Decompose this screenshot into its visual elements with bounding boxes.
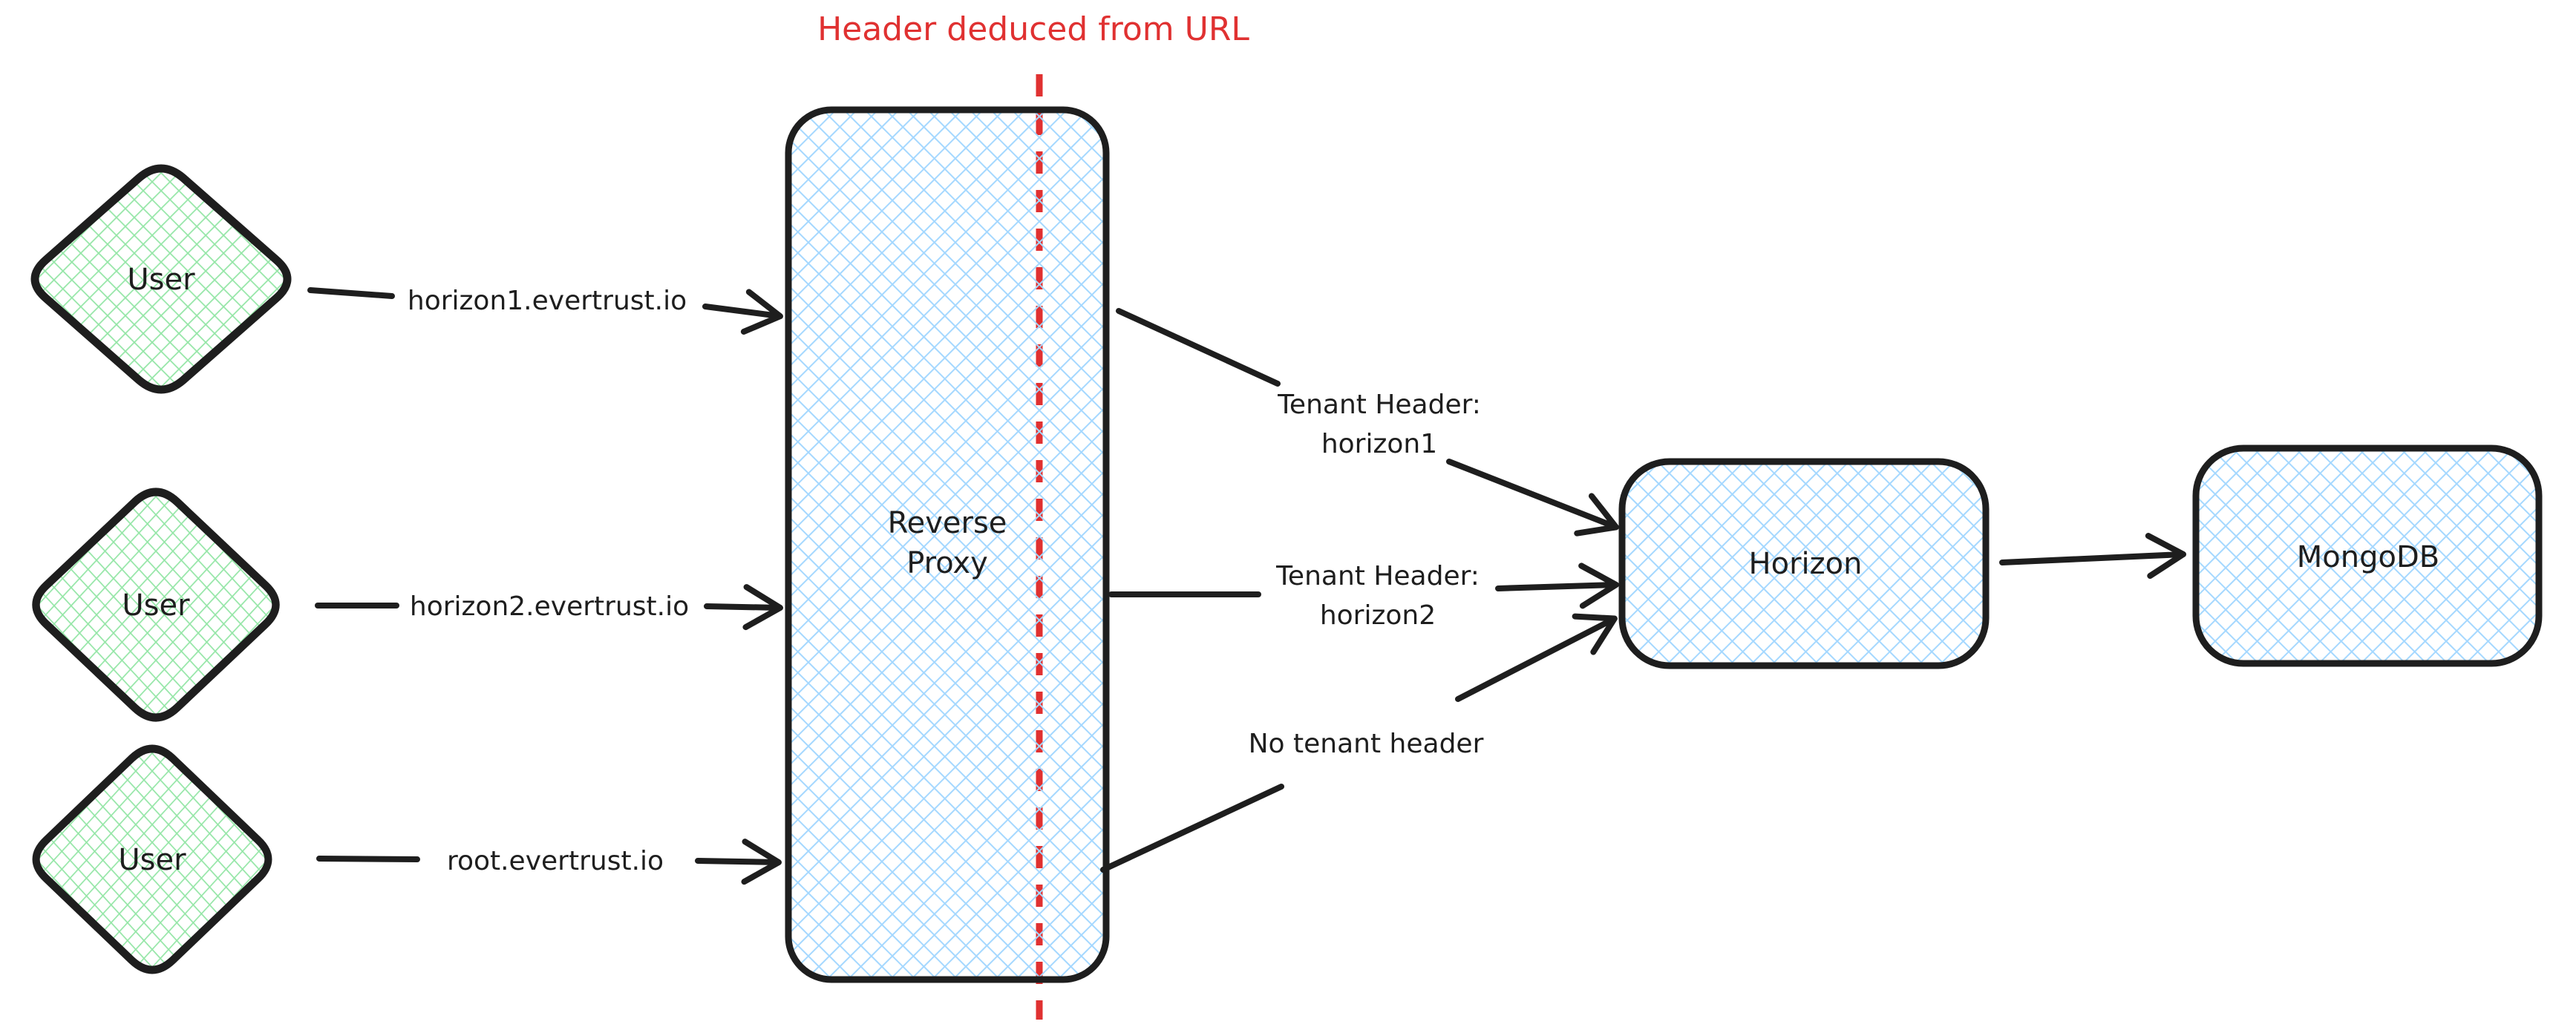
node-user-2: User: [36, 492, 275, 718]
reverse-proxy-label-line2: Proxy: [906, 546, 988, 580]
edge-user2-to-proxy: horizon2.evertrust.io: [315, 584, 783, 631]
node-mongodb: MongoDB: [2192, 445, 2543, 667]
edge-proxy-to-horizon-2: Tenant Header: horizon2: [1108, 561, 1619, 631]
user-label: User: [122, 588, 190, 623]
user-label: User: [118, 843, 186, 877]
horizon-box: [1618, 458, 1990, 669]
node-user-3: User: [36, 749, 269, 970]
edge-line-arrow: [1999, 533, 2186, 580]
node-horizon: Horizon: [1618, 458, 1990, 669]
edge-label: root.evertrust.io: [447, 846, 664, 876]
node-user-1: User: [35, 168, 287, 390]
edge-label-line2: horizon1: [1321, 429, 1437, 459]
edge-label: horizon2.evertrust.io: [410, 591, 689, 622]
edge-line-segment: [1100, 784, 1284, 873]
mongodb-box: [2192, 445, 2543, 667]
reverse-proxy-label-line1: Reverse: [888, 506, 1007, 540]
edge-label-line1: Tenant Header:: [1277, 390, 1481, 420]
edge-label: No tenant header: [1249, 729, 1484, 759]
edge-line-segment-arrow: [1455, 613, 1618, 702]
user-label: User: [127, 263, 195, 297]
horizon-label: Horizon: [1749, 547, 1863, 581]
edge-line-segment-arrow: [1446, 459, 1619, 537]
annotation-label: Header deduced from URL: [817, 10, 1249, 48]
edge-line-segment: [307, 287, 395, 299]
edge-label-line2: horizon2: [1320, 600, 1436, 631]
edge-label: horizon1.evertrust.io: [408, 286, 687, 316]
edge-line-segment-arrow: [702, 289, 783, 335]
edge-user1-to-proxy: horizon1.evertrust.io: [307, 286, 783, 335]
edge-line-segment-arrow: [1495, 562, 1619, 609]
edge-line-segment-arrow: [695, 839, 782, 885]
mongodb-label: MongoDB: [2297, 540, 2439, 574]
edge-proxy-to-horizon-1: Tenant Header: horizon1: [1116, 308, 1619, 537]
edge-user3-to-proxy: root.evertrust.io: [316, 839, 782, 885]
edge-horizon-to-mongodb: [1999, 533, 2186, 580]
edge-label-line1: Tenant Header:: [1275, 561, 1480, 591]
node-reverse-proxy: Reverse Proxy: [785, 106, 1110, 983]
edge-line-segment-arrow: [704, 584, 783, 631]
edge-line-segment: [1116, 308, 1281, 387]
reverse-proxy-box: [785, 106, 1110, 983]
edge-proxy-to-horizon-3: No tenant header: [1100, 613, 1618, 873]
